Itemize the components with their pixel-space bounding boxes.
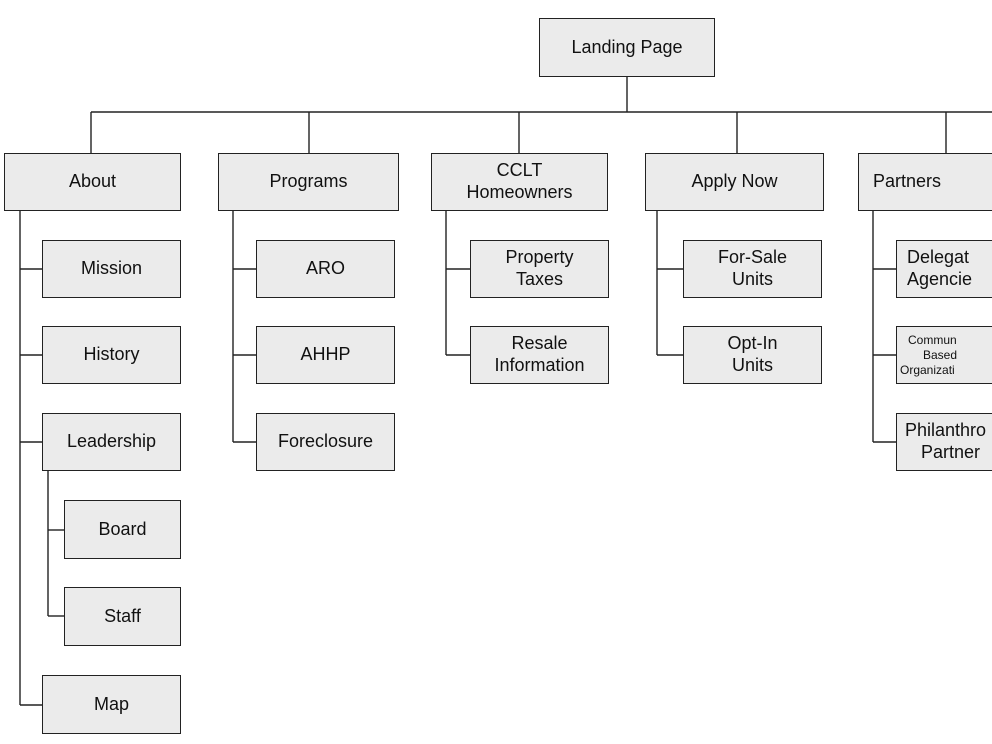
leadership-node[interactable]: Leadership [42,413,181,471]
philanthropic-partners-node[interactable]: Philanthro Partner [896,413,992,471]
community-based-organizations-node[interactable]: Commun Based Organizati [896,326,992,384]
property-taxes-node[interactable]: Property Taxes [470,240,609,298]
partners-node[interactable]: Partners [858,153,992,211]
resale-information-node[interactable]: Resale Information [470,326,609,384]
board-node[interactable]: Board [64,500,181,559]
aro-node[interactable]: ARO [256,240,395,298]
opt-in-units-node[interactable]: Opt-In Units [683,326,822,384]
cclt-homeowners-node[interactable]: CCLT Homeowners [431,153,608,211]
staff-node[interactable]: Staff [64,587,181,646]
apply-now-node[interactable]: Apply Now [645,153,824,211]
about-node[interactable]: About [4,153,181,211]
foreclosure-node[interactable]: Foreclosure [256,413,395,471]
for-sale-units-node[interactable]: For-Sale Units [683,240,822,298]
history-node[interactable]: History [42,326,181,384]
map-node[interactable]: Map [42,675,181,734]
delegate-agencies-node[interactable]: Delegat Agencie [896,240,992,298]
programs-node[interactable]: Programs [218,153,399,211]
mission-node[interactable]: Mission [42,240,181,298]
ahhp-node[interactable]: AHHP [256,326,395,384]
landing-page-node[interactable]: Landing Page [539,18,715,77]
